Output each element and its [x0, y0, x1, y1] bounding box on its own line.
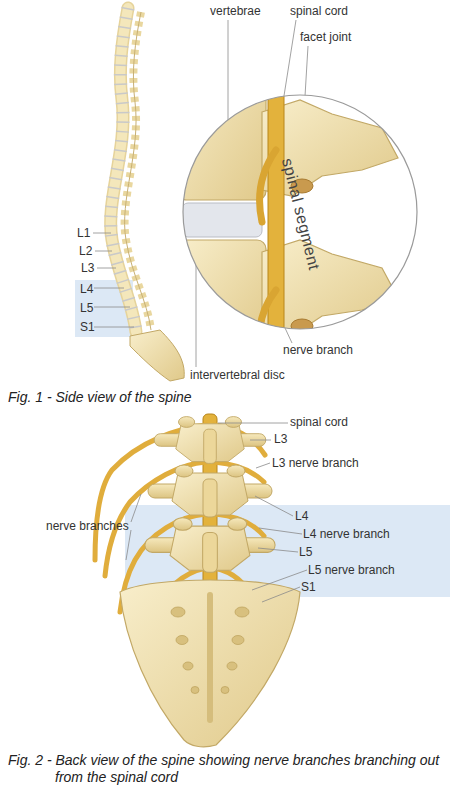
highlight-band: L4L5S1: [75, 280, 133, 337]
vertebra-label: S1: [301, 580, 316, 594]
part-label: nerve branches: [46, 519, 129, 533]
part-label: facet joint: [300, 30, 351, 44]
part-label: spinal cord: [290, 4, 348, 18]
vertebra-label: L3: [81, 261, 94, 275]
spinal-segment-magnifier: spinal segment: [182, 94, 418, 330]
vertebra-label: L2: [79, 244, 92, 258]
part-label: spinal cord: [290, 415, 348, 429]
magnifier-circle: [183, 95, 417, 329]
nerve-label: L4 nerve branch: [303, 527, 390, 541]
nerve-label: L3 nerve branch: [272, 456, 359, 470]
part-label: vertebrae: [210, 4, 261, 18]
vertebra-label: L1: [77, 226, 90, 240]
vertebra-label: L4: [295, 509, 308, 523]
figure-caption: Fig. 2 - Back view of the spine showing …: [8, 752, 445, 786]
part-label: nerve branch: [283, 343, 353, 357]
segment-label: spinal segment: [277, 156, 323, 268]
figure-caption: Fig. 1 - Side view of the spine: [8, 389, 442, 406]
vertebra-label: L5: [299, 545, 312, 559]
vertebra-label: L3: [274, 432, 287, 446]
vertebra-label: L4: [80, 282, 93, 296]
vertebra-label: L5: [80, 301, 93, 315]
highlight-band: L4 L4 nerve branchL5 L5 nerve branchS1: [125, 505, 450, 597]
nerve-label: L5 nerve branch: [308, 563, 395, 577]
part-label: intervertebral disc: [190, 368, 285, 382]
vertebra-label: S1: [80, 320, 95, 334]
